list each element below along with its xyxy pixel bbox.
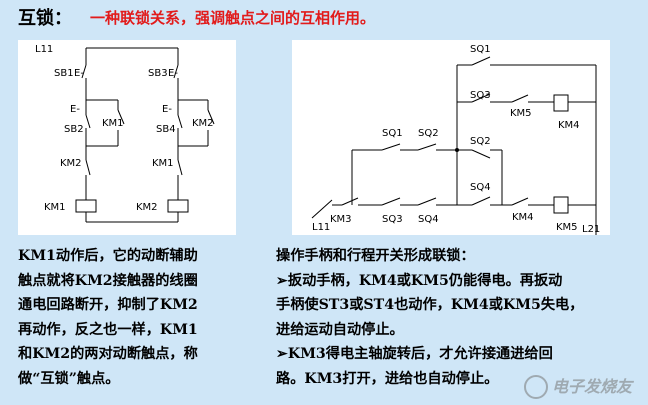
left-circuit-panel: L11 SB1 E- KM1 E- SB2 KM2 KM1 SB3 E-: [18, 40, 236, 235]
label-km1-nc: KM1: [152, 158, 174, 169]
right-text-line: 操作手柄和行程开关形成联锁：: [276, 248, 475, 264]
watermark-logo-icon: [523, 375, 548, 399]
left-text-line: 和KM2的两对动断触点，称: [18, 346, 198, 362]
right-text-line: 进给运动自动停止。: [276, 321, 404, 338]
sq1-top-contact: [471, 56, 491, 66]
km3-contact: [341, 197, 359, 206]
km1-nc-contact: [177, 159, 183, 176]
left-text-line: 触点就将KM2接触器的线圈: [18, 272, 198, 289]
km5-nc-contact: [511, 94, 529, 103]
right-text-line: ➢KM3得电主轴旋转后，才允许接通进给回: [276, 346, 553, 362]
label-km2-nc: KM2: [60, 158, 82, 169]
label-l11: L11: [312, 222, 330, 233]
left-text-line: KM1动作后，它的动断辅助: [18, 248, 198, 264]
label-km1-aux: KM1: [102, 118, 124, 129]
sq1-mid-contact: [381, 143, 401, 151]
sb3-contact: [173, 64, 179, 79]
watermark-text: 电子发烧友: [551, 376, 632, 396]
label-l21: L21: [582, 224, 600, 235]
sq3-bot-contact: [381, 197, 401, 206]
watermark: 电子发烧友: [523, 373, 632, 399]
right-circuit-diagram: SQ1 SQ3 KM5 KM4 SQ1 SQ2 SQ2 SQ4: [311, 44, 600, 235]
km2-coil: [167, 199, 189, 213]
label-sb1: SB1: [54, 68, 74, 79]
sb4-contact: [177, 114, 183, 129]
right-text-line: 路。KM3打开，进给也自动停止。: [276, 370, 499, 387]
label-sb3: SB3: [148, 68, 168, 79]
km1-coil: [75, 199, 97, 213]
sq2-mid-contact: [417, 143, 437, 151]
label-km2-coil: KM2: [136, 202, 158, 213]
label-e2: E-: [70, 104, 80, 115]
label-sb2: SB2: [64, 124, 84, 135]
left-text-line: 再动作，反之也一样，KM1: [18, 321, 198, 338]
label-e3: E-: [168, 68, 178, 79]
km4-nc-contact: [511, 197, 529, 206]
label-e4: E-: [162, 104, 172, 115]
left-description: KM1动作后，它的动断辅助 触点就将KM2接触器的线圈 通电回路断开，抑制了KM…: [18, 244, 258, 391]
label-km4-coil: KM4: [558, 120, 580, 131]
label-l11: L11: [35, 44, 53, 55]
sq4-right-contact: [471, 196, 491, 206]
label-km1-coil: KM1: [44, 202, 66, 213]
label-sq4-right: SQ4: [470, 182, 491, 193]
right-description: 操作手柄和行程开关形成联锁： ➢扳动手柄，KM4或KM5仍能得电。再扳动 手柄使…: [276, 244, 636, 391]
label-sq4-bot: SQ4: [418, 214, 439, 225]
label-km5-top: KM5: [510, 108, 532, 119]
label-sq3-bot: SQ3: [382, 214, 403, 225]
right-text-line: 手柄使ST3或ST4也动作，KM4或KM5失电，: [276, 297, 584, 313]
left-text-line: 做“互锁”触点。: [18, 370, 120, 387]
sb2-contact: [85, 114, 91, 129]
label-km5-coil: KM5: [556, 222, 578, 233]
sq4-bot-contact: [417, 197, 437, 206]
label-e1: E-: [74, 68, 84, 79]
label-sq3-top: SQ3: [470, 90, 491, 101]
page-title: 互锁：: [18, 8, 72, 29]
label-sq2-mid: SQ2: [418, 128, 439, 139]
right-circuit-panel: SQ1 SQ3 KM5 KM4 SQ1 SQ2 SQ2 SQ4: [292, 40, 610, 235]
label-sq1-top: SQ1: [470, 44, 491, 55]
km4-coil: [553, 94, 569, 112]
page-subtitle: 一种联锁关系，强调触点之间的互相作用。: [90, 9, 376, 27]
km5-coil: [553, 196, 569, 214]
km2-nc-contact: [85, 159, 91, 176]
sq2-right-contact: [471, 149, 491, 159]
sq3-top-contact: [471, 93, 491, 103]
km1-aux-contact: [117, 109, 125, 125]
label-km3: KM3: [330, 214, 352, 225]
left-circuit-diagram: L11 SB1 E- KM1 E- SB2 KM2 KM1 SB3 E-: [35, 44, 215, 223]
label-sq2-right: SQ2: [470, 136, 491, 147]
label-km2-aux: KM2: [192, 118, 214, 129]
sb1-contact: [81, 64, 87, 79]
right-text-line: ➢扳动手柄，KM4或KM5仍能得电。再扳动: [276, 272, 563, 289]
label-sq1-mid: SQ1: [382, 128, 403, 139]
km2-aux-contact: [207, 109, 215, 125]
label-sb4: SB4: [156, 124, 176, 135]
l11-wire: [311, 199, 333, 219]
label-km4-bot: KM4: [512, 212, 534, 223]
left-text-line: 通电回路断开，抑制了KM2: [18, 297, 198, 313]
